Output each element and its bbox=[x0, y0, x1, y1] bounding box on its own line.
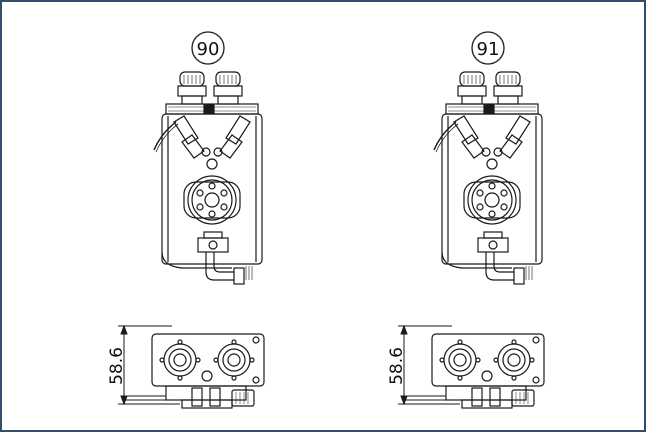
front-view-91 bbox=[434, 72, 542, 284]
dimension-label-90: 58.6 bbox=[107, 347, 127, 385]
plan-view-91 bbox=[402, 334, 544, 408]
dimension-label-91: 58.6 bbox=[387, 347, 407, 385]
front-view-90 bbox=[154, 72, 262, 284]
pump-assembly-91: 91 58.6 bbox=[387, 32, 544, 408]
pump-assembly-90: 90 58.6 bbox=[107, 32, 264, 408]
callout-90: 90 bbox=[197, 39, 220, 60]
callout-91: 91 bbox=[477, 39, 500, 60]
plan-view-90 bbox=[122, 334, 264, 408]
